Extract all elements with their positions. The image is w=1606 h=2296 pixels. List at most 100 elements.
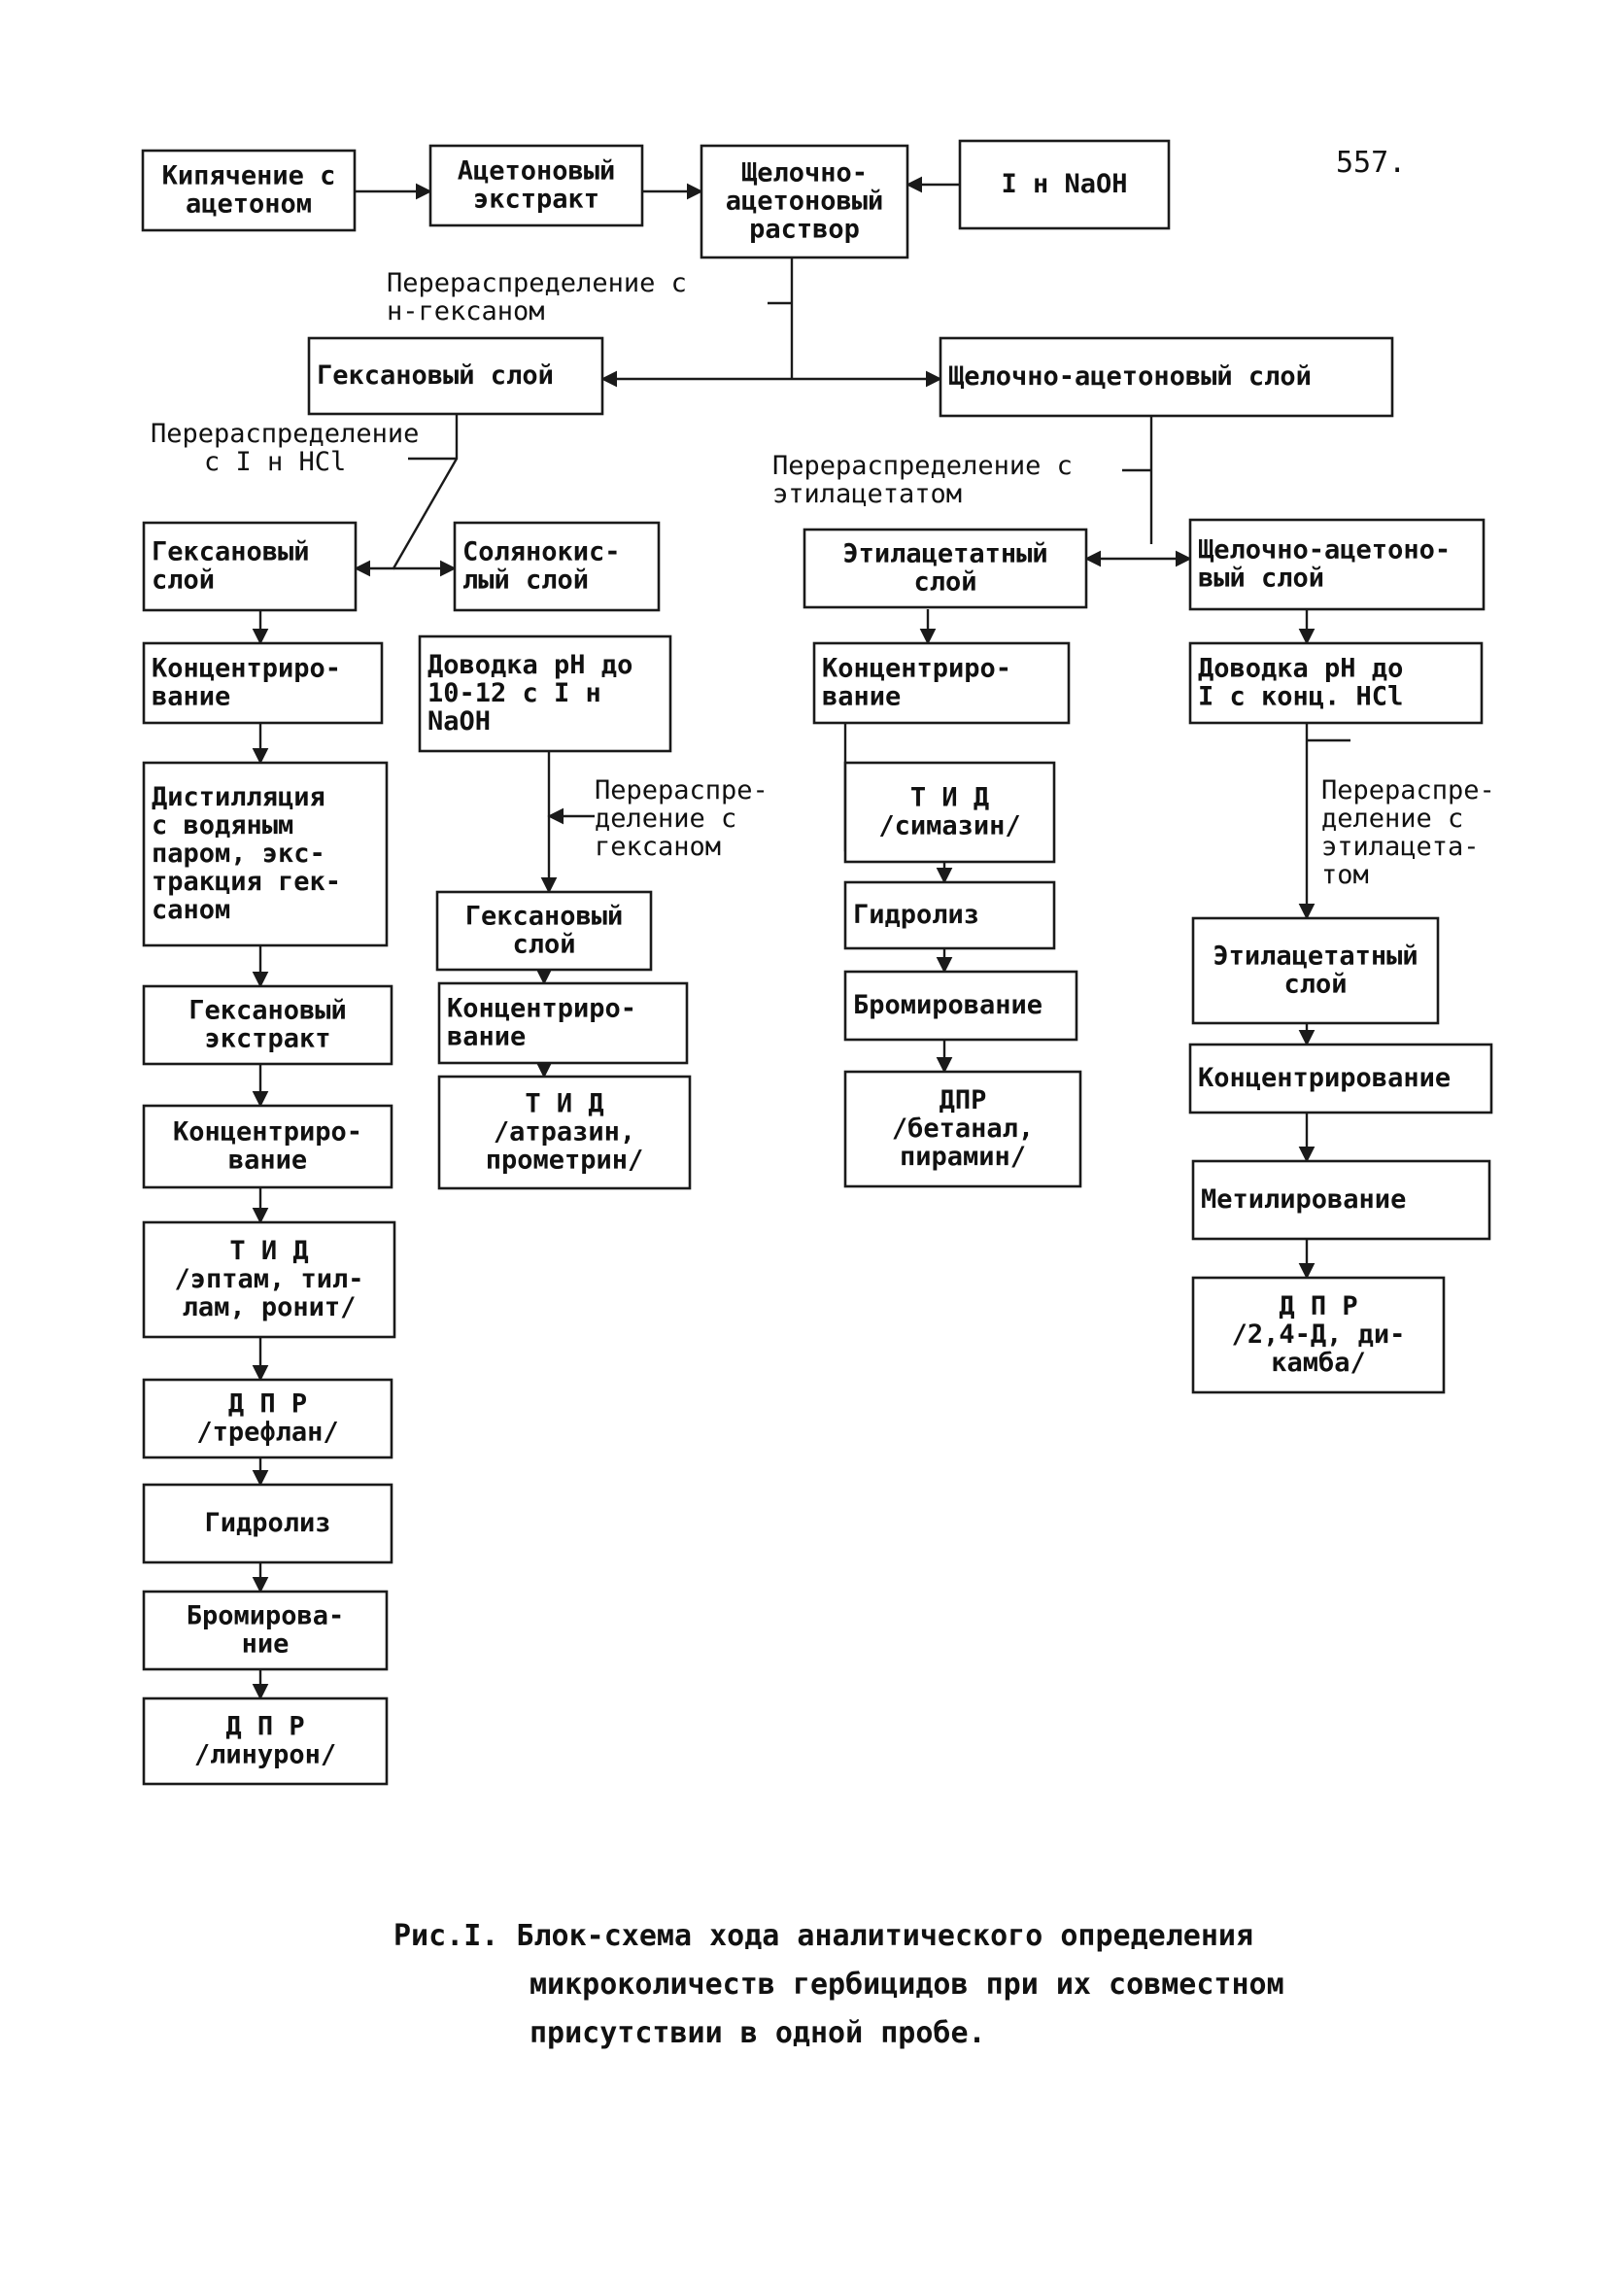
- process-box-n24: ДПР/бетанал,пирамин/: [843, 1070, 1082, 1188]
- process-box-n30: Д П Р/трефлан/: [142, 1378, 393, 1459]
- process-box-text: экстракт: [473, 185, 599, 215]
- process-box-n25: Концентрирование: [1188, 1043, 1493, 1114]
- process-box-text: лам, ронит/: [183, 1292, 357, 1322]
- process-box-text: Гидролиз: [204, 1508, 330, 1538]
- page-number: 557.: [1336, 146, 1407, 180]
- process-box-text: Концентрирование: [1198, 1063, 1451, 1093]
- process-box-text: ацетоном: [186, 189, 312, 220]
- process-box-frame: [142, 1104, 393, 1189]
- process-box-frame: [437, 1075, 692, 1190]
- process-box-text: Т И Д: [910, 783, 989, 813]
- process-box-n26: Концентриро-вание: [142, 1104, 393, 1189]
- process-box-frame: [700, 144, 909, 259]
- process-box-frame: [843, 970, 1078, 1042]
- process-box-frame: [453, 521, 661, 612]
- process-box-text: с водяным: [152, 810, 293, 840]
- edge-label-text: н-гексаном: [387, 296, 545, 326]
- process-box-text: Щелочно-ацетоно-: [1198, 535, 1451, 565]
- process-box-text: Гексановый слой: [317, 360, 554, 391]
- process-box-frame: [812, 641, 1071, 725]
- process-box-text: вание: [228, 1146, 307, 1176]
- process-box-n29: Д П Р/2,4-Д, ди-камба/: [1191, 1276, 1446, 1394]
- process-box-text: /линурон/: [194, 1740, 336, 1770]
- process-box-text: Щелочно-: [741, 158, 868, 188]
- process-box-frame: [437, 981, 689, 1065]
- figure-caption: Рис.I. Блок-схема хода аналитического оп…: [393, 1912, 1365, 2058]
- process-box-n6: Щелочно-ацетоновый слой: [939, 336, 1394, 418]
- process-box-frame: [1191, 916, 1440, 1025]
- process-box-frame: [141, 149, 357, 232]
- process-box-text: Концентриро-: [822, 654, 1011, 684]
- process-box-n33: Д П Р/линурон/: [142, 1696, 389, 1786]
- flowchart-edges: [252, 176, 1350, 1700]
- process-box-frame: [843, 761, 1056, 864]
- process-box-n21: Бромирование: [843, 970, 1078, 1042]
- process-box-text: I с конц. HCl: [1198, 682, 1403, 712]
- edge-label-text: том: [1321, 860, 1369, 890]
- process-box-text: ацетоновый: [726, 187, 884, 217]
- process-box-text: Солянокис-: [462, 537, 621, 567]
- process-box-text: лый слой: [462, 565, 589, 596]
- process-box-text: камба/: [1271, 1348, 1366, 1378]
- process-box-frame: [142, 1590, 389, 1671]
- process-box-n31: Гидролиз: [142, 1483, 393, 1564]
- process-box-frame: [939, 336, 1394, 418]
- process-box-n32: Бромирова-ние: [142, 1590, 389, 1671]
- process-box-text: Т И Д: [525, 1089, 603, 1119]
- process-box-frame: [142, 521, 358, 612]
- process-box-n4: I н NaOH: [958, 139, 1171, 230]
- edge-label-text: Перераспре-: [595, 775, 769, 805]
- process-box-frame: [1191, 1159, 1491, 1241]
- process-box-text: Бромирование: [853, 990, 1042, 1020]
- process-box-n28: Т И Д/эптам, тил-лам, ронит/: [142, 1220, 396, 1339]
- edge-label-text: Перераспре-: [1321, 775, 1495, 805]
- process-box-text: /симазин/: [878, 811, 1020, 841]
- process-box-frame: [418, 634, 672, 753]
- process-box-n10: Щелочно-ацетоно-вый слой: [1188, 518, 1486, 611]
- process-box-text: /эптам, тил-: [174, 1264, 363, 1294]
- process-box-text: Д П Р: [225, 1712, 304, 1742]
- process-box-n18: Гидролиз: [843, 880, 1056, 950]
- edge-label-text: гексаном: [595, 832, 721, 862]
- process-box-n16: Т И Д/симазин/: [843, 761, 1056, 864]
- process-box-frame: [142, 761, 389, 947]
- edge-label-l1: Перераспределение сн-гексаном: [387, 268, 687, 326]
- process-box-frame: [142, 641, 384, 725]
- process-box-text: вание: [822, 682, 901, 712]
- edge-label-text: деление с: [595, 804, 736, 834]
- process-box-text: Этилацетатный: [1213, 942, 1418, 972]
- edge-label-text: Перераспределение с: [387, 268, 687, 298]
- flow-arrow: [354, 414, 459, 577]
- process-box-text: Гексановый: [188, 996, 347, 1026]
- process-box-text: Концентриро-: [173, 1117, 362, 1148]
- process-box-text: Концентриро-: [152, 654, 341, 684]
- process-box-text: вание: [447, 1022, 526, 1052]
- process-box-frame: [843, 1070, 1082, 1188]
- process-box-text: раствор: [749, 215, 860, 245]
- edge-label-text: Перераспределение: [151, 419, 419, 449]
- caption-line-3: присутствии в одной пробе.: [530, 2016, 986, 2050]
- process-box-text: слой: [512, 930, 575, 960]
- process-box-text: паром, экс-: [152, 839, 325, 869]
- process-box-text: Д П Р: [228, 1389, 307, 1420]
- process-box-n14: Доводка pH доI с конц. HCl: [1188, 641, 1484, 725]
- process-box-text: Щелочно-ацетоновый слой: [948, 361, 1312, 392]
- process-box-text: /атразин,: [494, 1117, 635, 1148]
- process-box-text: Дистилляция: [152, 782, 325, 812]
- process-box-n11: Концентриро-вание: [142, 641, 384, 725]
- caption-line-2: микроколичеств гербицидов при их совмест…: [530, 1968, 1284, 2002]
- process-box-text: Гидролиз: [853, 900, 979, 930]
- process-box-text: пирамин/: [900, 1142, 1026, 1172]
- process-box-frame: [958, 139, 1171, 230]
- process-box-text: Этилацетатный: [842, 539, 1047, 569]
- process-box-text: слой: [152, 565, 215, 596]
